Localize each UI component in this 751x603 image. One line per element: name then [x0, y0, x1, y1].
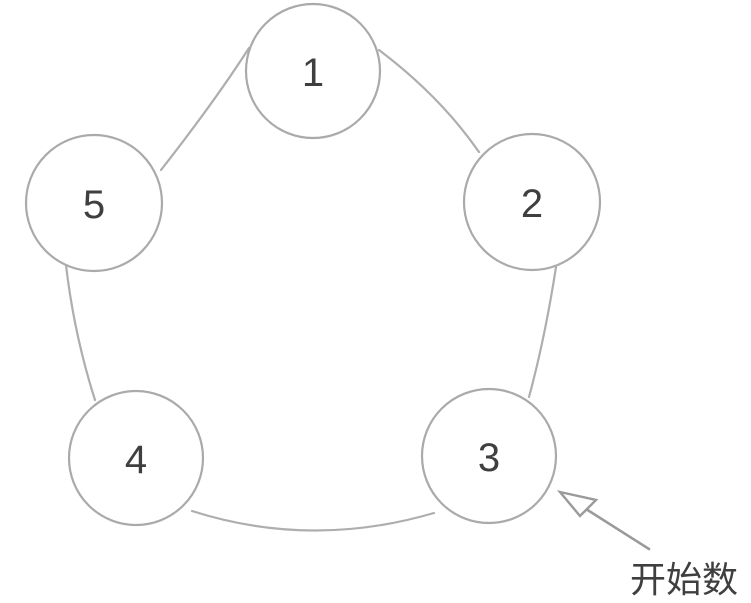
- pointer-arrowhead-icon: [556, 490, 599, 518]
- link-arc-4-to-5: [64, 263, 97, 402]
- link-group: [64, 46, 558, 532]
- node-1[interactable]: 1: [244, 2, 382, 140]
- node-5-circle[interactable]: [24, 133, 164, 273]
- node-4-circle[interactable]: [67, 389, 205, 527]
- link-arc-2-to-3: [527, 265, 558, 399]
- node-4-label: 4: [125, 438, 147, 482]
- node-4[interactable]: 4: [67, 389, 205, 527]
- node-1-circle[interactable]: [244, 2, 382, 140]
- node-3-label: 3: [478, 436, 500, 480]
- annotation-label: 开始数: [630, 560, 738, 601]
- link-arc-1-to-2: [377, 48, 481, 154]
- node-3-circle[interactable]: [420, 387, 558, 525]
- link-arc-5-to-1: [159, 46, 251, 172]
- pointer-shaft-line: [584, 507, 651, 551]
- node-2[interactable]: 2: [462, 132, 602, 272]
- node-5[interactable]: 5: [24, 133, 164, 273]
- node-2-circle[interactable]: [462, 132, 602, 272]
- annotation-pointer: [556, 490, 651, 551]
- node-1-label: 1: [302, 51, 324, 95]
- node-group: 1 2 3 4 5: [24, 2, 602, 527]
- node-5-label: 5: [83, 183, 105, 227]
- node-3[interactable]: 3: [420, 387, 558, 525]
- link-arc-3-to-4: [190, 509, 436, 532]
- node-2-label: 2: [521, 182, 543, 226]
